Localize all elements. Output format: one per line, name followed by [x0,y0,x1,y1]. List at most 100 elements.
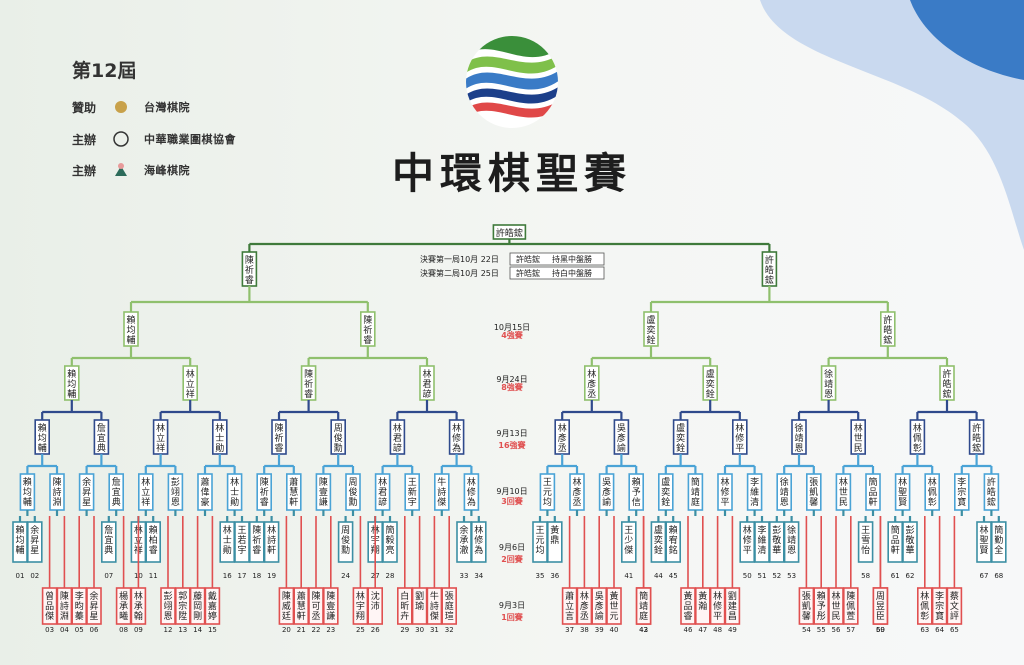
r1-seed-number: 63 [920,626,929,634]
sponsor-name: 台灣棋院 [144,101,190,114]
r1-seed-number: 55 [817,626,826,634]
r1-seed-number: 42 [639,626,648,634]
r1-player-box [842,587,859,625]
r1-player: 蔡 [950,590,959,602]
r3-player: 立 [141,486,150,498]
r1-seed-number: 21 [297,626,306,634]
r16-winner: 吳 [617,423,626,434]
r1-seed-number: 06 [90,626,99,634]
r16-winner: 勛 [215,443,224,454]
r3-player: 余 [82,476,91,488]
r1-player-box [367,587,384,625]
r2-player: 王 [535,525,544,536]
r1-player: 宗 [178,600,187,612]
final-game-label: 決賽第二局 [420,268,460,278]
r3-player: 勛 [230,497,239,508]
quarter-winner: 奕 [646,324,655,336]
r1-seed-number: 04 [60,626,69,634]
r1-player: 詩 [60,600,69,612]
r3-player: 民 [839,497,848,508]
r2-seed-number: 62 [906,572,915,580]
r1-seed-number: 08 [119,626,128,634]
r3-player: 鋐 [987,496,996,508]
r1-seed-number: 31 [430,626,439,634]
r3-player: 陳 [260,477,269,488]
r1-player: 林 [580,590,589,602]
round-date: 9月3日 [499,601,525,610]
r2-player: 林 [223,524,232,536]
r8-winner: 立 [186,378,195,390]
r3-player: 盧 [661,476,670,488]
r2-player: 澈 [459,544,468,556]
r16-winner: 陳 [274,423,283,434]
r16-winner: 鋐 [972,442,981,454]
r3-player: 凱 [809,487,818,498]
r2-player: 黃 [550,524,559,536]
r2-player-box [546,521,563,563]
r2-player: 華 [905,544,914,556]
r3-player: 品 [868,487,877,498]
r1-player-box [709,587,726,625]
r1-player: 平 [713,611,722,622]
r2-seed-number: 02 [30,572,39,580]
r3-player: 彥 [602,486,611,498]
r2-seed-number: 33 [460,572,469,580]
r2-seed-number: 58 [861,572,870,580]
sponsor-row-3: 主辦 海峰棋院 [72,161,190,179]
r3-player: 傑 [437,496,446,508]
r3-player: 諺 [378,496,387,508]
r3-player: 宗 [957,486,966,498]
r1-player: 彥 [580,600,589,612]
r8-winner: 睿 [304,388,313,400]
r8-winner: 林 [587,368,596,380]
r1-player: 昌 [728,611,737,622]
r1-player: 張 [445,591,454,602]
r1-player: 黃 [683,590,692,602]
r3-player: 信 [632,496,641,508]
r2-player: 俊 [341,534,350,546]
r16-winner: 祥 [156,442,165,454]
sponsor-name: 中華職業圍棋協會 [144,133,236,146]
r3-player: 偉 [200,486,209,498]
r2-seed-number: 24 [341,572,350,580]
r1-player: 卉 [400,610,409,622]
final-game-date: 10月 22日 [460,255,499,264]
r1-seed-number: 38 [580,626,589,634]
r16-winner: 平 [735,443,744,454]
r16-winner: 奕 [676,432,685,444]
r2-player: 李 [757,524,766,536]
r1-player-box [561,587,578,625]
r1-player: 可 [311,601,320,612]
r1-player: 翔 [356,610,365,622]
final-game-player: 許皓鋐 [516,254,540,264]
r2-seed-number: 52 [772,572,781,580]
r3-player: 吳 [602,477,611,488]
r1-seed-number: 43 [639,626,648,634]
r2-player: 勤 [994,534,1003,546]
r8-winner: 許 [942,368,951,380]
r2-player: 王 [861,525,870,536]
semi-winner: 許 [765,254,774,266]
r3-player: 彥 [572,486,581,498]
r3-player: 簡 [868,476,877,488]
r3-player: 修 [720,486,729,498]
semi-winner: 睿 [245,274,254,286]
r1-player: 軒 [297,611,306,622]
r8-winner: 奕 [706,378,715,390]
r3-player: 王 [543,477,552,488]
r3-player: 詩 [52,486,61,498]
r1-player: 靖 [639,600,648,612]
r2-player: 銓 [654,544,663,556]
r2-player: 維 [757,534,766,546]
r3-player: 丞 [572,497,581,508]
r1-seed-number: 12 [164,626,173,634]
r16-winner: 詹 [97,422,106,434]
r2-player-box [857,521,874,563]
r1-player: 曾 [45,590,54,602]
r16-winner: 銓 [676,442,685,454]
r2-player: 睿 [252,544,261,556]
r1-player: 林 [356,590,365,602]
r2-player-box [783,521,800,563]
r2-seed-number: 61 [891,572,900,580]
